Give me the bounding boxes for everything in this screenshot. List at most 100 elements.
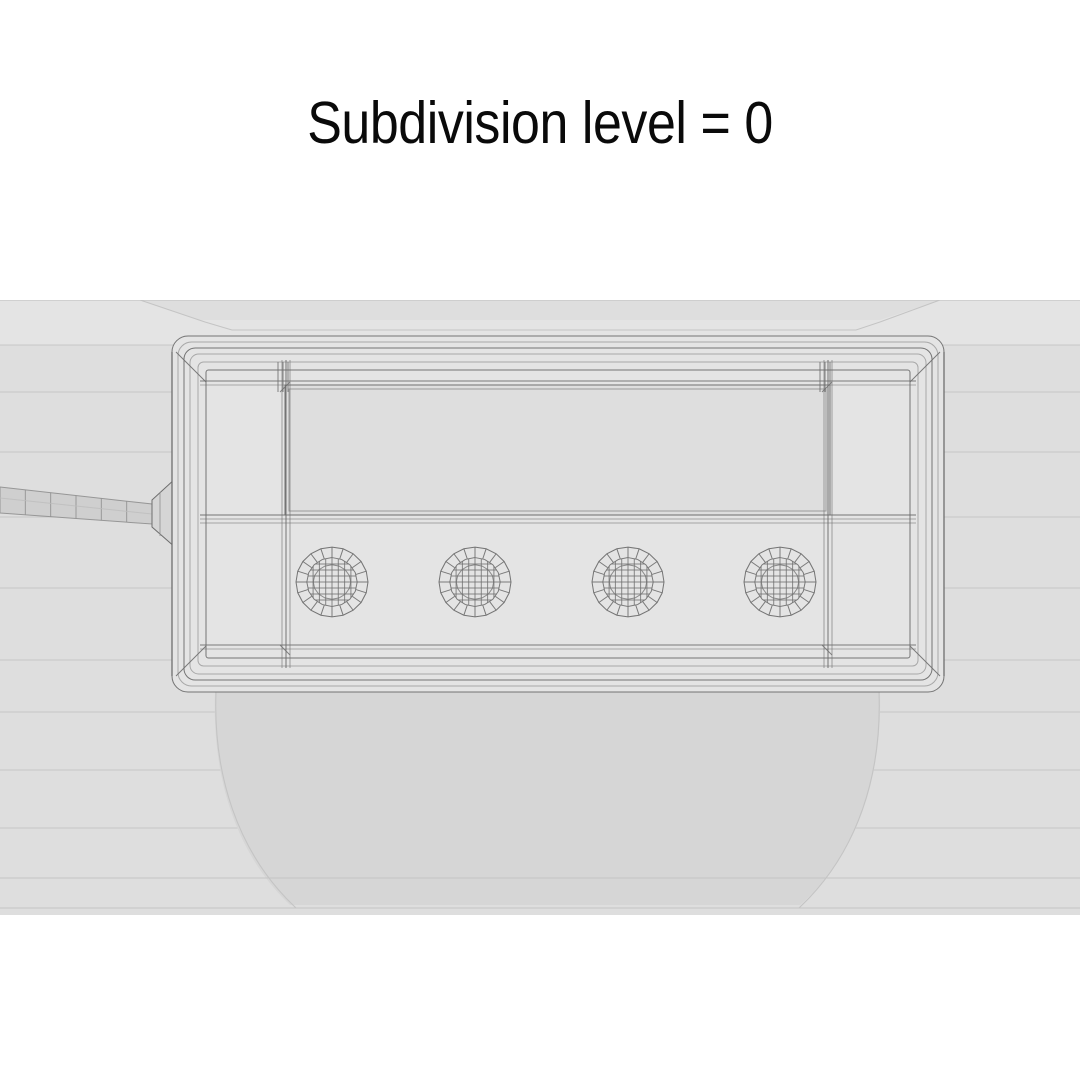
vent-spoke xyxy=(616,548,621,559)
corner-mitre-tl xyxy=(175,351,207,383)
rib-mitre-bottom xyxy=(279,644,291,656)
vent-spoke xyxy=(635,548,640,559)
recess-face xyxy=(285,385,830,515)
cylinder-crown-facet xyxy=(0,300,1080,345)
vent-spoke xyxy=(445,561,455,569)
vent-spoke xyxy=(794,553,802,563)
crown-break-right xyxy=(855,299,941,331)
vent-spoke xyxy=(606,601,614,611)
vent-spoke xyxy=(302,595,312,603)
vent-spoke xyxy=(445,595,455,603)
vent-spoke xyxy=(463,605,468,616)
vent-spoke xyxy=(302,561,312,569)
vent-spoke xyxy=(352,595,362,603)
cylinder-belly-facet xyxy=(214,692,881,905)
vent-spoke xyxy=(787,605,792,616)
vent-spoke xyxy=(482,605,487,616)
vent-spoke xyxy=(297,570,309,575)
vent-spoke xyxy=(750,595,760,603)
page-title: Subdivision level = 0 xyxy=(307,90,773,156)
frame-bevel-ring xyxy=(205,369,911,659)
bottom-white-mask xyxy=(0,935,1080,1080)
rib-mitre-top xyxy=(821,381,833,393)
vent-spoke xyxy=(339,548,344,559)
vent-spoke xyxy=(489,601,497,611)
rib-mitre-top xyxy=(279,381,291,393)
cylinder-silhouette-right xyxy=(798,691,880,909)
vent-spoke xyxy=(794,601,802,611)
vent-disc xyxy=(591,546,665,618)
vertical-rib-right xyxy=(819,360,833,668)
vent-spoke xyxy=(297,589,309,594)
corner-mitre-bl xyxy=(175,645,207,677)
vent-spoke xyxy=(800,561,810,569)
vent-spoke xyxy=(593,589,605,594)
vent-spoke xyxy=(768,548,773,559)
vent-disc xyxy=(295,546,369,618)
vent-spoke xyxy=(787,548,792,559)
vent-spoke xyxy=(750,561,760,569)
cable xyxy=(0,476,177,550)
vent-spoke xyxy=(745,570,757,575)
frame-bevel-ring xyxy=(189,353,927,675)
frame-bevel-ring xyxy=(183,347,933,681)
vent-spoke xyxy=(482,548,487,559)
vent-spoke xyxy=(635,605,640,616)
vent-spoke xyxy=(651,589,663,594)
vent-spoke xyxy=(453,601,461,611)
vent-spoke xyxy=(593,570,605,575)
vent-spoke xyxy=(616,605,621,616)
vent-spoke xyxy=(606,553,614,563)
vent-spoke xyxy=(648,561,658,569)
vent-spoke xyxy=(642,553,650,563)
vent-spoke xyxy=(495,561,505,569)
vent-spoke xyxy=(310,601,318,611)
vent-spoke xyxy=(498,570,510,575)
vent-spoke xyxy=(346,553,354,563)
rib-mitre-bottom xyxy=(821,644,833,656)
vent-spoke xyxy=(768,605,773,616)
vent-spoke xyxy=(320,605,325,616)
cable-crease xyxy=(0,497,153,515)
vent-spoke xyxy=(453,553,461,563)
speaker-vent-discs xyxy=(295,546,817,618)
frame-bevel-ring xyxy=(177,341,939,687)
vent-spoke xyxy=(320,548,325,559)
vent-spoke xyxy=(495,595,505,603)
vent-spoke xyxy=(498,589,510,594)
vent-spoke xyxy=(648,595,658,603)
vent-spoke xyxy=(489,553,497,563)
vent-spoke xyxy=(745,589,757,594)
vent-disc xyxy=(743,546,817,618)
crown-break-left xyxy=(139,299,233,331)
vent-spoke xyxy=(355,589,367,594)
cylinder-below-mask xyxy=(0,915,1080,935)
corner-mitre-tr xyxy=(909,351,941,383)
vent-spoke xyxy=(758,553,766,563)
vent-spoke xyxy=(310,553,318,563)
recess-lip xyxy=(288,388,827,512)
vent-spoke xyxy=(463,548,468,559)
top-white-mask xyxy=(0,0,1080,300)
vent-disc xyxy=(438,546,512,618)
vent-spoke xyxy=(803,589,815,594)
vent-spoke xyxy=(803,570,815,575)
vent-spoke xyxy=(598,561,608,569)
vent-spoke xyxy=(440,570,452,575)
corner-mitre-br xyxy=(909,645,941,677)
vent-spoke xyxy=(758,601,766,611)
vent-spoke xyxy=(339,605,344,616)
vent-spoke xyxy=(642,601,650,611)
vertical-rib-left xyxy=(277,360,291,668)
vent-spoke xyxy=(352,561,362,569)
vent-spoke xyxy=(800,595,810,603)
frame-bevel-ring xyxy=(197,361,919,667)
vent-spoke xyxy=(651,570,663,575)
vent-spoke xyxy=(440,589,452,594)
inner-recess-panel xyxy=(200,360,916,668)
cylinder-silhouette-left xyxy=(215,691,297,909)
vent-spoke xyxy=(598,595,608,603)
